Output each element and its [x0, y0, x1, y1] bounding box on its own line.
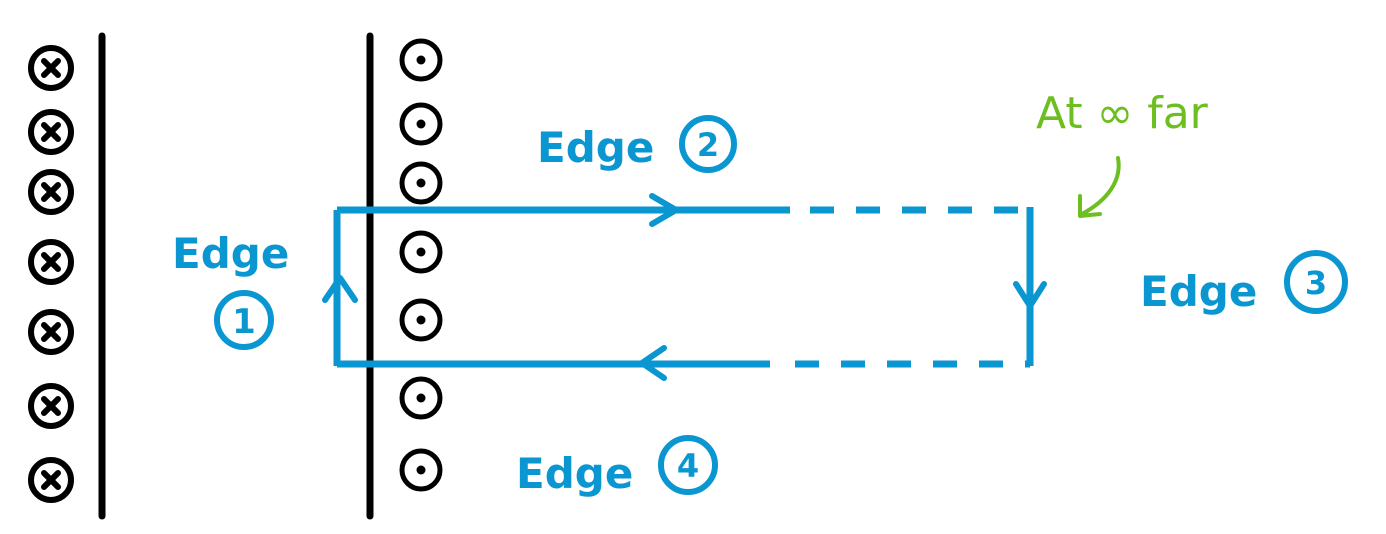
arrow-edge-4-left [639, 345, 667, 381]
cross-symbol-icon [28, 169, 74, 215]
dot-symbol-icon [399, 298, 443, 342]
cross-symbol-icon [28, 383, 74, 429]
arrow-edge-2-right [649, 193, 679, 227]
edge-2-word: Edge [537, 123, 654, 172]
edge-4-number-circle [658, 435, 718, 495]
edge-3-label: Edge 3 [1140, 250, 1348, 316]
edge-1-number-circle [214, 290, 274, 350]
edge-3-word: Edge [1140, 267, 1257, 316]
edge-1-number: 1 [232, 302, 256, 342]
dot-symbol-icon [399, 161, 443, 205]
cross-symbol-icon [28, 239, 74, 285]
dot-symbol-icon [399, 38, 443, 82]
current-out-of-page-column [399, 38, 443, 492]
dot-symbol-icon [399, 230, 443, 274]
annotation-arrowhead [1078, 194, 1102, 218]
edge-4-word: Edge [516, 449, 633, 498]
annotation-pointer-arrow [1080, 156, 1121, 216]
current-into-page-column [28, 45, 74, 503]
edge-1-word: Edge [172, 229, 289, 278]
cross-symbol-icon [28, 45, 74, 91]
dot-symbol-icon [399, 102, 443, 146]
dot-symbol-icon [399, 376, 443, 420]
infinity-annotation: At ∞ far [1036, 88, 1209, 218]
edge-4-number: 4 [677, 447, 699, 485]
infinity-annotation-text: At ∞ far [1036, 88, 1209, 139]
cross-symbol-icon [28, 109, 74, 155]
cross-symbol-icon [28, 457, 74, 503]
arrow-edge-3-down [1013, 281, 1047, 309]
dot-symbol-icon [399, 448, 443, 492]
edge-3-number: 3 [1305, 264, 1327, 302]
edge-2-number-circle [679, 115, 737, 173]
edge-2-label: Edge 2 [537, 115, 737, 173]
arrow-edge-1-up [322, 275, 358, 303]
amperian-loop [333, 206, 1034, 368]
cross-symbol-icon [28, 309, 74, 355]
edge-2-number: 2 [697, 126, 719, 164]
edge-1-label: Edge 1 [172, 229, 289, 350]
edge-4-label: Edge 4 [516, 435, 718, 498]
edge-3-number-circle [1284, 250, 1348, 314]
